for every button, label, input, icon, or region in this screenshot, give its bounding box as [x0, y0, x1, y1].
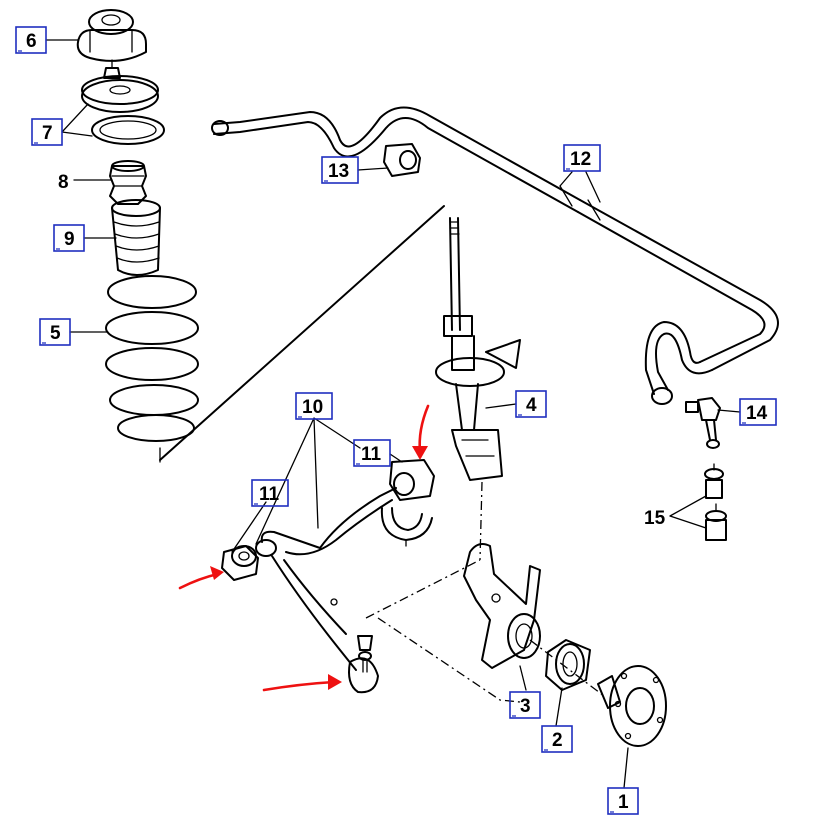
- callout-5: 5: [39, 318, 71, 346]
- lower-control-arm: [255, 487, 397, 694]
- stabilizer-link: [685, 397, 721, 449]
- svg-text:1: 1: [618, 792, 629, 813]
- svg-text:13: 13: [328, 161, 349, 182]
- strut-top-mount: [76, 9, 147, 62]
- callout-3: 3: [509, 691, 541, 719]
- stabilizer-bar: [211, 106, 779, 405]
- svg-text:8: 8: [58, 172, 69, 193]
- link-bushings: [704, 463, 727, 541]
- red-arrow-front-bushing: [178, 566, 224, 590]
- callout-7: 7: [31, 118, 63, 146]
- callout-1: 1: [607, 787, 639, 815]
- callout-12: 12: [563, 144, 601, 172]
- leader-lines: [45, 39, 741, 789]
- guide-bearing-hub: [529, 639, 605, 697]
- steering-knuckle: [463, 543, 541, 669]
- svg-text:11: 11: [259, 484, 280, 505]
- guide-line-spring: [159, 205, 445, 461]
- hub-bearing: [545, 639, 591, 691]
- callout-9: 9: [53, 224, 85, 252]
- bump-stop: [109, 160, 147, 205]
- coil-spring: [105, 275, 199, 442]
- svg-text:12: 12: [570, 149, 591, 170]
- callout-14: 14: [739, 398, 777, 426]
- callout-2: 2: [541, 725, 573, 753]
- svg-text:14: 14: [746, 403, 768, 424]
- callout-15: 15: [644, 508, 666, 529]
- svg-text:6: 6: [26, 31, 37, 52]
- callout-4: 4: [515, 390, 547, 418]
- svg-text:9: 9: [64, 229, 75, 250]
- svg-text:3: 3: [520, 696, 531, 717]
- svg-text:11: 11: [361, 444, 382, 465]
- guide-arm-knuckle: [365, 559, 481, 619]
- callout-11-rear: 11: [353, 439, 391, 467]
- mount-nut: [103, 59, 121, 79]
- dust-boot: [111, 199, 161, 276]
- svg-text:4: 4: [526, 395, 537, 416]
- front-bushing: [221, 545, 259, 581]
- wheel-hub: [597, 665, 667, 747]
- svg-text:7: 7: [42, 123, 53, 144]
- callout-6: 6: [15, 26, 47, 54]
- rear-bushing: [380, 459, 435, 547]
- svg-text:10: 10: [302, 397, 323, 418]
- svg-text:15: 15: [644, 508, 666, 529]
- red-arrow-rear-bushing: [412, 404, 430, 460]
- label-ticks: [18, 50, 746, 813]
- ball-joint: [357, 635, 373, 673]
- strut-assembly: [435, 217, 521, 561]
- stabilizer-bushing: [383, 143, 421, 177]
- guide-knuckle-hub: [377, 617, 521, 703]
- svg-text:5: 5: [50, 323, 61, 344]
- spring-seat: [81, 75, 165, 145]
- callout-13: 13: [321, 156, 359, 184]
- red-arrow-ball-joint: [262, 674, 342, 692]
- callout-10: 10: [295, 392, 333, 420]
- callout-8: 8: [58, 172, 69, 193]
- callout-11-front: 11: [251, 479, 289, 507]
- svg-text:2: 2: [552, 730, 563, 751]
